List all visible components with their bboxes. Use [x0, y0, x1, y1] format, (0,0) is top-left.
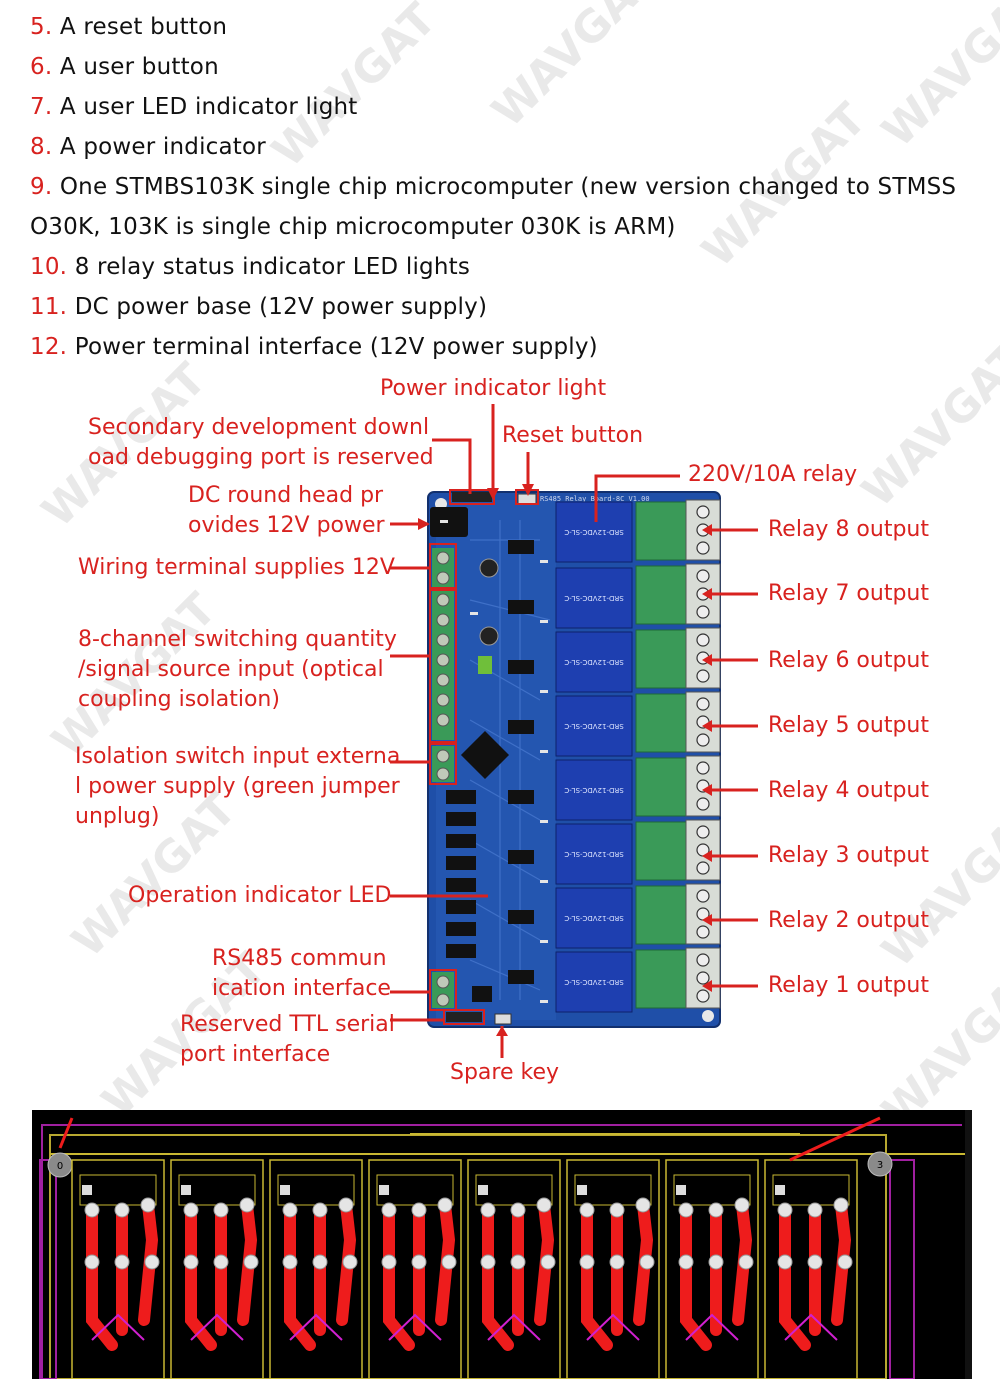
mcu-chip: [460, 730, 510, 780]
svg-text:SRD-12VDC-SL-C: SRD-12VDC-SL-C: [564, 722, 623, 730]
relay-2: SRD-12VDC-SL-C: [555, 887, 633, 949]
callout-lines: [390, 404, 758, 1058]
label-operation-led: Operation indicator LED: [128, 883, 392, 908]
list-item: 12. Power terminal interface (12V power …: [30, 334, 598, 360]
label-ttl: Reserved TTL serial: [180, 1012, 395, 1037]
ttl-header: [446, 1012, 482, 1022]
label-relay-6-output: Relay 6 output: [768, 648, 929, 673]
callout-arrowheads: [418, 484, 712, 1036]
relay-6: SRD-12VDC-SL-C: [555, 631, 633, 693]
svg-text:SRD-12VDC-SL-C: SRD-12VDC-SL-C: [564, 528, 623, 536]
relay-1: SRD-12VDC-SL-C: [555, 951, 633, 1013]
svg-text:SRD-12VDC-SL-C: SRD-12VDC-SL-C: [564, 786, 623, 794]
list-item: 11. DC power base (12V power supply): [30, 294, 488, 320]
label-relay-5-output: Relay 5 output: [768, 713, 929, 738]
label-rs485-2: ication interface: [212, 976, 391, 1001]
pcb-mounting-holes: 0 3: [47, 1151, 893, 1178]
list-item: 5. A reset button: [30, 14, 228, 40]
label-switch-input-2: /signal source input (optical: [78, 657, 384, 682]
label-relay-1-output: Relay 1 output: [768, 973, 929, 998]
relay-8: SRD-12VDC-SL-C: [555, 501, 633, 563]
label-relay-rating: 220V/10A relay: [688, 462, 858, 487]
label-relay-2-output: Relay 2 output: [768, 908, 929, 933]
svg-text:SRD-12VDC-SL-C: SRD-12VDC-SL-C: [564, 914, 623, 922]
list-item: 7. A user LED indicator light: [30, 94, 358, 120]
label-debug-port-2: oad debugging port is reserved: [88, 445, 434, 470]
label-switch-input-3: coupling isolation): [78, 687, 280, 712]
label-relay-4-output: Relay 4 output: [768, 778, 929, 803]
list-item: O30K, 103K is single chip microcomputer …: [30, 214, 676, 240]
list-item: 8. A power indicator: [30, 134, 266, 160]
label-rs485: RS485 commun: [212, 946, 387, 971]
svg-text:SRD-12VDC-SL-C: SRD-12VDC-SL-C: [564, 978, 623, 986]
pcb-relay-footprint: [467, 1159, 561, 1379]
pcb-relay-footprint: [764, 1159, 858, 1379]
label-relay-8-output: Relay 8 output: [768, 517, 929, 542]
label-power-indicator: Power indicator light: [380, 376, 607, 401]
label-relay-3-output: Relay 3 output: [768, 843, 929, 868]
label-dc-head-2: ovides 12V power: [188, 513, 385, 538]
label-isolation-3: unplug): [75, 804, 160, 829]
label-isolation-2: l power supply (green jumper: [75, 774, 400, 799]
label-relay-7-output: Relay 7 output: [768, 581, 929, 606]
spare-switch: [494, 1013, 512, 1025]
label-reset-button: Reset button: [502, 423, 644, 448]
pcb-layout-image: 0 3: [32, 1110, 972, 1379]
reset-switch: [517, 493, 537, 505]
list-item: 10. 8 relay status indicator LED lights: [30, 254, 471, 280]
label-switch-input: 8-channel switching quantity: [78, 627, 397, 652]
pcb-relay-footprint: [170, 1159, 264, 1379]
svg-text:3: 3: [877, 1160, 883, 1171]
label-dc-head: DC round head pr: [188, 483, 384, 508]
pcb-arrow: [789, 1116, 881, 1162]
pcb-arrow: [58, 1117, 74, 1149]
pcb-relay-footprint: [71, 1159, 165, 1379]
pcb-relay-footprint: [665, 1159, 759, 1379]
svg-text:SRD-12VDC-SL-C: SRD-12VDC-SL-C: [564, 658, 623, 666]
optocouplers: [446, 540, 534, 1002]
relay-3: SRD-12VDC-SL-C: [555, 823, 633, 885]
svg-text:SRD-12VDC-SL-C: SRD-12VDC-SL-C: [564, 594, 623, 602]
label-ttl-2: port interface: [180, 1042, 331, 1067]
relay-7: SRD-12VDC-SL-C: [555, 567, 633, 629]
relay-4: SRD-12VDC-SL-C: [555, 759, 633, 821]
label-debug-port: Secondary development downl: [88, 415, 430, 440]
relay-5: SRD-12VDC-SL-C: [555, 695, 633, 757]
label-isolation: Isolation switch input externa: [75, 744, 401, 769]
pcb-relay-footprint: [269, 1159, 363, 1379]
label-spare-key: Spare key: [450, 1060, 560, 1085]
left-terminal-blocks: [432, 548, 454, 1008]
svg-text:SRD-12VDC-SL-C: SRD-12VDC-SL-C: [564, 850, 623, 858]
pcb-relay-footprint: [566, 1159, 660, 1379]
relays: SRD-12VDC-SL-C SRD-12VDC-SL-C SRD-12VDC-…: [555, 501, 633, 1013]
debug-header: [452, 492, 492, 502]
pcb-relay-footprint: [368, 1159, 462, 1379]
label-wiring-terminal: Wiring terminal supplies 12V: [78, 555, 395, 580]
list-item: 9. One STMBS103K single chip microcomput…: [30, 174, 957, 200]
dc-jack: [430, 507, 468, 537]
svg-text:0: 0: [57, 1161, 63, 1172]
list-item: 6. A user button: [30, 54, 219, 80]
